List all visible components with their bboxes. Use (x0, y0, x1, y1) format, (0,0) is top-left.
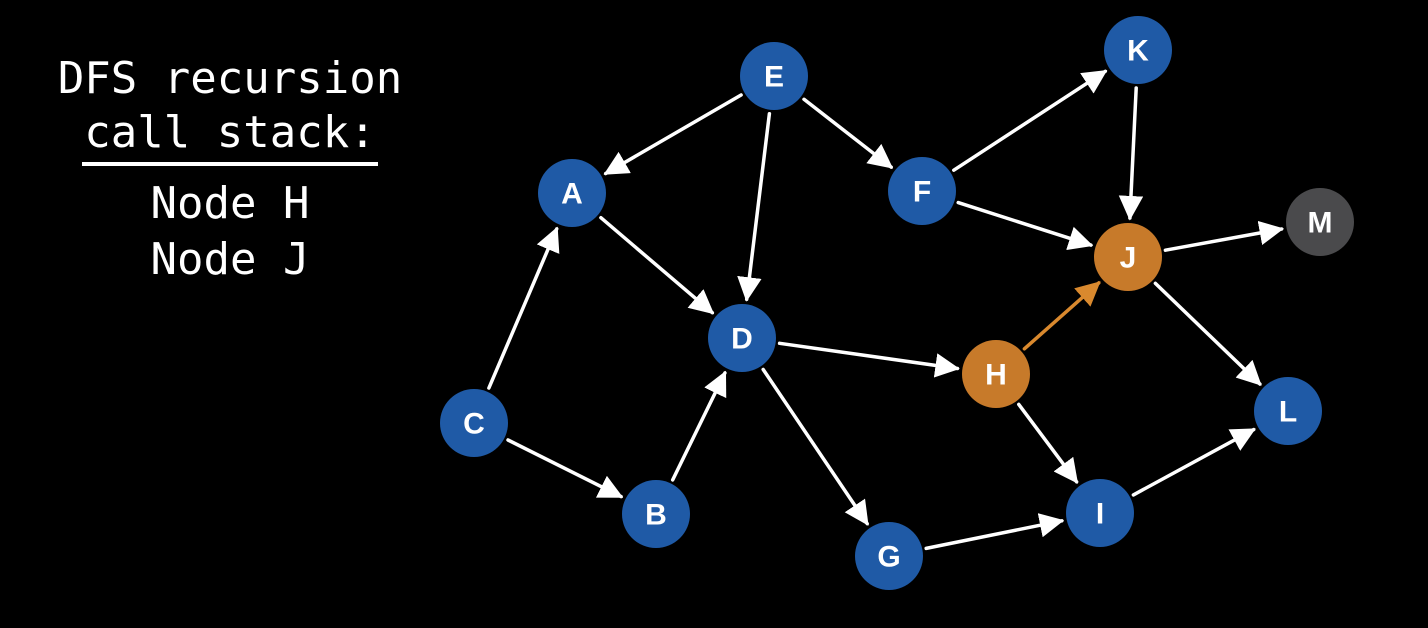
node-label: E (764, 61, 784, 94)
edge-e-to-f (802, 97, 894, 169)
node-label: G (877, 541, 900, 574)
edge-c-to-b (506, 438, 624, 499)
edge-f-to-j (956, 200, 1094, 251)
node-circle (740, 42, 808, 110)
node-label: A (561, 178, 583, 211)
node-label: J (1120, 242, 1137, 275)
node-label: F (913, 176, 931, 209)
edge-a-to-d (599, 215, 715, 315)
edge-e-to-a (603, 93, 743, 176)
node-circle (622, 480, 690, 548)
node-label: H (985, 359, 1007, 392)
node-f: F (888, 157, 956, 225)
node-circle (888, 157, 956, 225)
node-k: K (1104, 16, 1172, 84)
node-label: I (1096, 498, 1104, 531)
node-circle (440, 389, 508, 457)
edge-d-to-h (777, 341, 960, 378)
node-circle (1094, 223, 1162, 291)
edge-j-to-m (1163, 220, 1285, 252)
node-m: M (1286, 188, 1354, 256)
edge-j-to-l (1153, 281, 1262, 386)
call-stack-list: Node H Node J (20, 176, 440, 288)
edge-e-to-d (737, 111, 772, 302)
edge-i-to-l (1131, 427, 1256, 497)
node-label: K (1127, 35, 1149, 68)
nodes-layer: E K A F M J D H C L B I G (440, 16, 1354, 590)
node-h: H (962, 340, 1030, 408)
edge-f-to-k (952, 69, 1108, 172)
node-b: B (622, 480, 690, 548)
edge-k-to-j (1118, 86, 1144, 221)
edges-layer (487, 69, 1285, 551)
node-circle (708, 304, 776, 372)
node-c: C (440, 389, 508, 457)
node-label: C (463, 408, 485, 441)
node-circle (1066, 479, 1134, 547)
edge-h-to-i (1017, 402, 1079, 484)
edge-b-to-d (670, 370, 727, 482)
node-e: E (740, 42, 808, 110)
node-l: L (1254, 377, 1322, 445)
node-label: B (645, 499, 667, 532)
call-stack-item: Node J (150, 234, 310, 285)
node-g: G (855, 522, 923, 590)
node-circle (962, 340, 1030, 408)
node-circle (1254, 377, 1322, 445)
edge-d-to-g (761, 367, 869, 526)
node-circle (1104, 16, 1172, 84)
edge-c-to-a (487, 226, 560, 390)
node-circle (538, 159, 606, 227)
call-stack-title-line1: DFS recursion (57, 53, 403, 104)
node-i: I (1066, 479, 1134, 547)
node-d: D (708, 304, 776, 372)
node-circle (1286, 188, 1354, 256)
call-stack-item: Node H (150, 178, 310, 229)
node-label: L (1279, 396, 1297, 429)
call-stack-title: DFS recursion call stack: (20, 52, 440, 166)
node-circle (855, 522, 923, 590)
edge-g-to-i (924, 513, 1065, 551)
node-label: D (731, 323, 753, 356)
node-a: A (538, 159, 606, 227)
node-j: J (1094, 223, 1162, 291)
edge-h-to-j (1022, 281, 1101, 351)
call-stack-title-line2: call stack: (82, 106, 378, 166)
call-stack-panel: DFS recursion call stack: Node H Node J (20, 52, 440, 288)
node-label: M (1308, 207, 1333, 240)
